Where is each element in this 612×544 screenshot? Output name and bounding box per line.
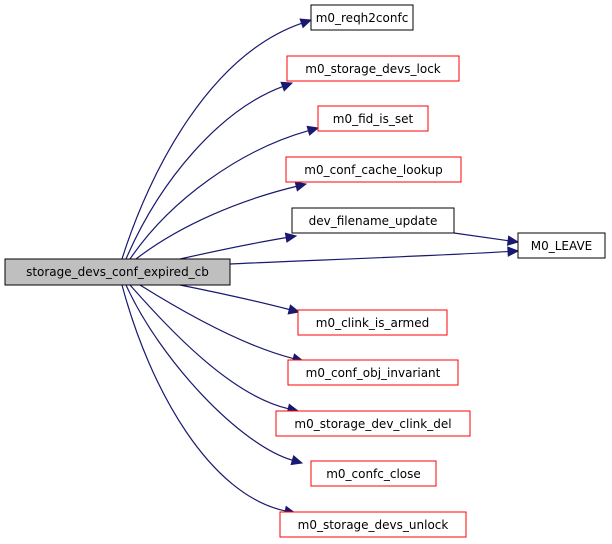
arrowhead-icon xyxy=(280,81,294,92)
node-label: dev_filename_update xyxy=(309,214,438,228)
arrowhead-icon xyxy=(290,455,304,466)
node-box xyxy=(291,207,455,234)
edge-root-to-confc_close xyxy=(125,284,293,461)
edge-root-to-devs_lock xyxy=(125,85,283,260)
node-m0-storage-devs-lock[interactable]: m0_storage_devs_lock xyxy=(286,55,460,82)
node-box xyxy=(285,156,462,183)
node-m0-confc-close[interactable]: m0_confc_close xyxy=(310,460,437,487)
node-label: m0_conf_obj_invariant xyxy=(306,366,441,380)
node-root[interactable]: storage_devs_conf_expired_cb xyxy=(4,258,231,286)
node-m0-reqh2confc[interactable]: m0_reqh2confc xyxy=(310,4,414,31)
node-label: M0_LEAVE xyxy=(531,239,593,253)
node-box xyxy=(310,460,437,487)
edge-root-to-obj_invariant xyxy=(139,284,294,360)
node-m0-fid-is-set[interactable]: m0_fid_is_set xyxy=(317,105,429,132)
node-box xyxy=(279,511,467,538)
arrowhead-icon xyxy=(506,235,520,246)
node-root-label: storage_devs_conf_expired_cb xyxy=(26,265,209,279)
edge-root-to-cache_lookup xyxy=(135,185,297,260)
node-box xyxy=(517,232,606,259)
node-box xyxy=(317,105,429,132)
node-root-box xyxy=(4,258,231,286)
node-label: m0_storage_devs_lock xyxy=(305,62,441,76)
node-label: m0_confc_close xyxy=(326,467,421,481)
node-label: m0_conf_cache_lookup xyxy=(304,163,442,177)
node-label: m0_storage_devs_unlock xyxy=(298,518,449,532)
node-label: m0_storage_dev_clink_del xyxy=(294,417,451,431)
arrowhead-icon xyxy=(287,304,301,315)
arrowhead-icon xyxy=(294,181,308,192)
node-m0-conf-cache-lookup[interactable]: m0_conf_cache_lookup xyxy=(285,156,462,183)
edge-root-to-fid_is_set xyxy=(129,130,309,260)
edge-root-to-leave xyxy=(229,250,509,265)
arrowhead-icon xyxy=(306,125,320,136)
node-box xyxy=(286,55,460,82)
node-label: m0_reqh2confc xyxy=(316,11,409,25)
node-box xyxy=(275,410,471,437)
node-label: m0_clink_is_armed xyxy=(316,316,430,330)
node-m0-storage-dev-clink-del[interactable]: m0_storage_dev_clink_del xyxy=(275,410,471,437)
arrowhead-icon xyxy=(284,232,298,243)
node-box xyxy=(287,359,459,386)
arrowhead-icon xyxy=(507,246,520,257)
edge-root-to-clink_del xyxy=(129,284,289,410)
nodes-layer: storage_devs_conf_expired_cb m0_reqh2con… xyxy=(4,4,606,538)
edge-root-to-filename_update xyxy=(179,237,287,260)
node-m0-conf-obj-invariant[interactable]: m0_conf_obj_invariant xyxy=(287,359,459,386)
arrowhead-icon xyxy=(299,18,313,29)
node-box xyxy=(297,309,448,336)
node-m0-clink-is-armed[interactable]: m0_clink_is_armed xyxy=(297,309,448,336)
edge-root-to-clink_is_armed xyxy=(179,284,290,311)
edge-root-to-reqh2confc xyxy=(121,22,302,260)
edge-filename_update-to-leave xyxy=(453,232,509,242)
node-label: m0_fid_is_set xyxy=(333,112,414,126)
node-m0-storage-devs-unlock[interactable]: m0_storage_devs_unlock xyxy=(279,511,467,538)
edge-root-to-devs_unlock xyxy=(121,284,286,512)
node-m0-leave[interactable]: M0_LEAVE xyxy=(517,232,606,259)
node-dev-filename-update[interactable]: dev_filename_update xyxy=(291,207,455,234)
node-box xyxy=(310,4,414,31)
